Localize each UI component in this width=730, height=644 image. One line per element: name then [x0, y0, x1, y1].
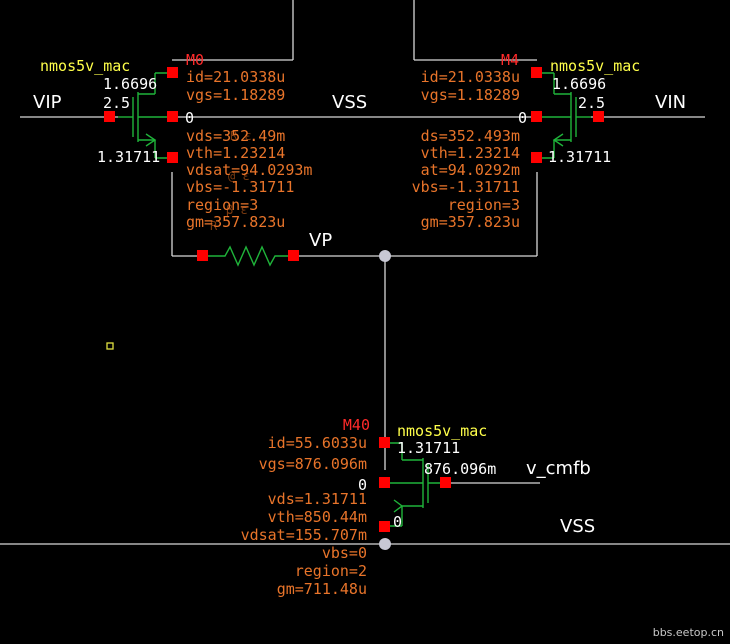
marker-square — [106, 342, 114, 350]
m4-annotations: M4 nmos5v_mac 1.6696 2.5 0 1.31711 id=21… — [412, 51, 641, 231]
pins — [104, 67, 604, 532]
m4-vdsat: at=94.0292m — [421, 161, 520, 179]
m40-pin-drain-value: 1.31711 — [397, 439, 460, 457]
resistor-pin-right[interactable] — [288, 250, 299, 261]
resistor-ghost-text-1: R ε — [230, 129, 252, 143]
m0-bulk-pin[interactable] — [167, 111, 178, 122]
m4-source-pin[interactable] — [531, 152, 542, 163]
m40-source-pin[interactable] — [379, 521, 390, 532]
m4-pin-bulk-value: 0 — [518, 109, 527, 127]
m40-instance-name: M40 — [343, 416, 370, 434]
m4-bulk-pin[interactable] — [531, 111, 542, 122]
node-vss[interactable] — [379, 538, 391, 550]
m0-vdsat: vdsat=94.0293m — [186, 161, 312, 179]
m40-vds: vds=1.31711 — [268, 490, 367, 508]
m0-vth: vth=1.23214 — [186, 144, 285, 162]
m0-drain-pin[interactable] — [167, 67, 178, 78]
m0-gm: gm=357.823u — [186, 213, 285, 231]
net-label-v-cmfb: v_cmfb — [526, 458, 591, 479]
net-label-vss-top: VSS — [332, 92, 367, 113]
m40-pin-gate-value: 876.096m — [424, 460, 496, 478]
m4-symbol — [537, 72, 591, 159]
net-label-vin: VIN — [655, 92, 686, 113]
node-vp[interactable] — [379, 250, 391, 262]
m40-vbs: vbs=0 — [322, 544, 367, 562]
m40-gm: gm=711.48u — [277, 580, 367, 598]
m40-id: id=55.6033u — [268, 434, 367, 452]
node-dots — [379, 250, 391, 550]
m4-vth: vth=1.23214 — [421, 144, 520, 162]
resistor-name: R — [210, 219, 218, 233]
m40-symbol — [385, 442, 445, 527]
m40-bulk-pin[interactable] — [379, 477, 390, 488]
resistor-annotation-ghost: R ε @ ε β ε R — [210, 129, 252, 233]
m40-vdsat: vdsat=155.707m — [241, 526, 367, 544]
m0-gate-pin[interactable] — [104, 111, 115, 122]
net-label-vp: VP — [309, 230, 332, 251]
m4-vgs: vgs=1.18289 — [421, 86, 520, 104]
m0-vgs: vgs=1.18289 — [186, 86, 285, 104]
m40-pin-source-value: 0 — [393, 513, 402, 531]
m40-vth: vth=850.44m — [268, 508, 367, 526]
m4-pin-source-value: 1.31711 — [548, 148, 611, 166]
m40-vgs: vgs=876.096m — [259, 455, 367, 473]
wires — [0, 0, 730, 545]
m0-vbs: vbs=-1.31711 — [186, 178, 294, 196]
m4-id: id=21.0338u — [421, 68, 520, 86]
m0-model-name: nmos5v_mac — [40, 57, 130, 75]
m0-id: id=21.0338u — [186, 68, 285, 86]
m4-model-name: nmos5v_mac — [550, 57, 640, 75]
m40-pin-bulk-value: 0 — [358, 476, 367, 494]
m4-gm: gm=357.823u — [421, 213, 520, 231]
m0-pin-drain-value: 1.6696 — [103, 75, 157, 93]
m0-annotations: M0 nmos5v_mac 1.6696 2.5 0 1.31711 id=21… — [40, 51, 312, 231]
m0-region: region=3 — [186, 196, 258, 214]
resistor-ghost-text-2: @ ε — [228, 169, 250, 183]
resistor-ghost-text-3: β ε — [226, 203, 248, 217]
watermark-text: bbs.eetop.cn — [653, 626, 724, 639]
m4-pin-drain-value: 1.6696 — [552, 75, 606, 93]
resistor-symbol — [203, 245, 293, 267]
m0-pin-gate-value: 2.5 — [103, 94, 130, 112]
m0-pin-source-value: 1.31711 — [97, 148, 160, 166]
m4-gate-pin[interactable] — [593, 111, 604, 122]
m4-vds: ds=352.493m — [421, 127, 520, 145]
net-label-vss-bottom: VSS — [560, 516, 595, 537]
resistor-pin-left[interactable] — [197, 250, 208, 261]
m4-pin-gate-value: 2.5 — [578, 94, 605, 112]
m0-vds: vds=352.49m — [186, 127, 285, 145]
m4-region: region=3 — [448, 196, 520, 214]
m40-drain-pin[interactable] — [379, 437, 390, 448]
m0-source-pin[interactable] — [167, 152, 178, 163]
m40-region: region=2 — [295, 562, 367, 580]
m40-gate-pin[interactable] — [440, 477, 451, 488]
m4-drain-pin[interactable] — [531, 67, 542, 78]
m40-annotations: M40 nmos5v_mac 1.31711 876.096m 0 0 id=5… — [241, 416, 497, 598]
net-labels: VIP VSS VIN VP v_cmfb VSS — [33, 92, 686, 537]
m4-instance-name: M4 — [501, 51, 519, 69]
m0-pin-bulk-value: 0 — [185, 109, 194, 127]
net-label-vip: VIP — [33, 92, 62, 113]
m4-vbs: vbs=-1.31711 — [412, 178, 520, 196]
m0-instance-name: M0 — [186, 51, 204, 69]
m40-model-name: nmos5v_mac — [397, 422, 487, 440]
